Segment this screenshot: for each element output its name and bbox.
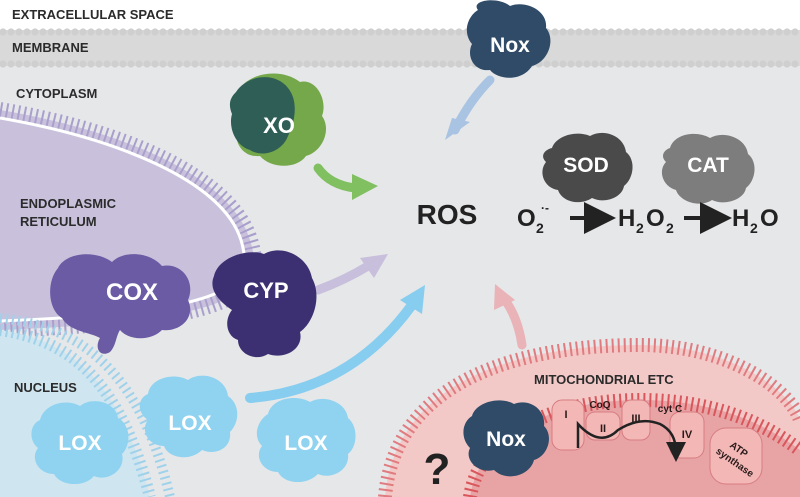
complex-ii	[585, 411, 621, 441]
arrow-mito-head	[494, 284, 515, 310]
svg-text:O: O	[760, 205, 779, 232]
lox-enzyme-1: LOX	[31, 401, 129, 485]
cat-label: CAT	[687, 154, 729, 177]
svg-text:H: H	[732, 205, 749, 232]
nox-mito-label: Nox	[486, 428, 526, 451]
nox-mito-enzyme: Nox	[463, 400, 549, 477]
arrow-cyp-to-ros	[313, 261, 373, 295]
label-membrane: MEMBRANE	[12, 40, 89, 55]
electron-flow-arrow	[576, 419, 686, 462]
unknown-question-mark: ?	[424, 445, 451, 494]
nox-membrane-enzyme: Nox	[466, 0, 551, 78]
plasma-membrane	[0, 28, 800, 68]
complex-i	[551, 399, 585, 451]
xo-label: XO	[263, 113, 295, 138]
cat-enzyme: CAT	[661, 133, 755, 204]
arrow-xo-head	[352, 174, 378, 200]
etc-complexes: I II III IV CoQ cyt C ATP synthase	[551, 399, 763, 485]
xo-enzyme: XO	[229, 73, 327, 166]
extracellular-space	[0, 0, 800, 30]
complex-i-label: I	[564, 409, 567, 421]
arrow-xo-to-ros	[313, 163, 360, 193]
lox-label-3: LOX	[284, 432, 327, 455]
superoxide-formula: O 2 ·-	[517, 201, 549, 236]
label-nucleus: NUCLEUS	[14, 380, 77, 395]
label-extracellular-space: EXTRACELLULAR SPACE	[12, 7, 174, 22]
svg-text:O: O	[646, 205, 665, 232]
cyp-enzyme: CYP	[212, 250, 317, 358]
label-er-line1: ENDOPLASMIC	[20, 196, 117, 211]
coq-label: CoQ	[589, 400, 610, 411]
svg-text:2: 2	[750, 220, 758, 236]
lox-label-2: LOX	[168, 412, 211, 435]
cyp-label: CYP	[243, 278, 288, 303]
label-cytoplasm: CYTOPLASM	[16, 86, 97, 101]
cytc-label: cyt C	[658, 404, 682, 415]
water-formula: H 2 O	[732, 205, 779, 236]
lox-enzyme-2: LOX	[139, 375, 238, 458]
complex-ii-label: II	[600, 423, 606, 435]
arrow-cyp-head	[360, 254, 388, 278]
complex-iii	[621, 399, 651, 441]
svg-text:2: 2	[636, 220, 644, 236]
svg-text:O: O	[517, 205, 536, 232]
cox-label: COX	[106, 279, 158, 306]
atp-synthase	[709, 427, 763, 485]
label-er-line2: RETICULUM	[20, 214, 97, 229]
complex-iv-label: IV	[682, 429, 693, 441]
lox-label-1: LOX	[58, 432, 101, 455]
sod-enzyme: SOD	[542, 132, 633, 203]
complex-iii-label: III	[631, 413, 640, 425]
svg-text:2: 2	[666, 220, 674, 236]
arrow-lox-to-ros	[245, 300, 417, 403]
hydrogen-peroxide-formula: H 2 O 2	[618, 205, 674, 236]
ros-label: ROS	[417, 199, 478, 230]
lox-enzyme-3: LOX	[256, 398, 356, 483]
nox-top-label: Nox	[490, 34, 530, 57]
arrow-lox-head	[400, 285, 425, 314]
svg-text:H: H	[618, 205, 635, 232]
svg-text:·-: ·-	[541, 201, 549, 215]
sod-label: SOD	[563, 154, 609, 177]
arrow-nox-head	[445, 118, 470, 140]
svg-text:2: 2	[536, 220, 544, 236]
cox-enzyme: COX	[50, 254, 191, 354]
label-mito-etc: MITOCHONDRIAL ETC	[534, 372, 674, 387]
